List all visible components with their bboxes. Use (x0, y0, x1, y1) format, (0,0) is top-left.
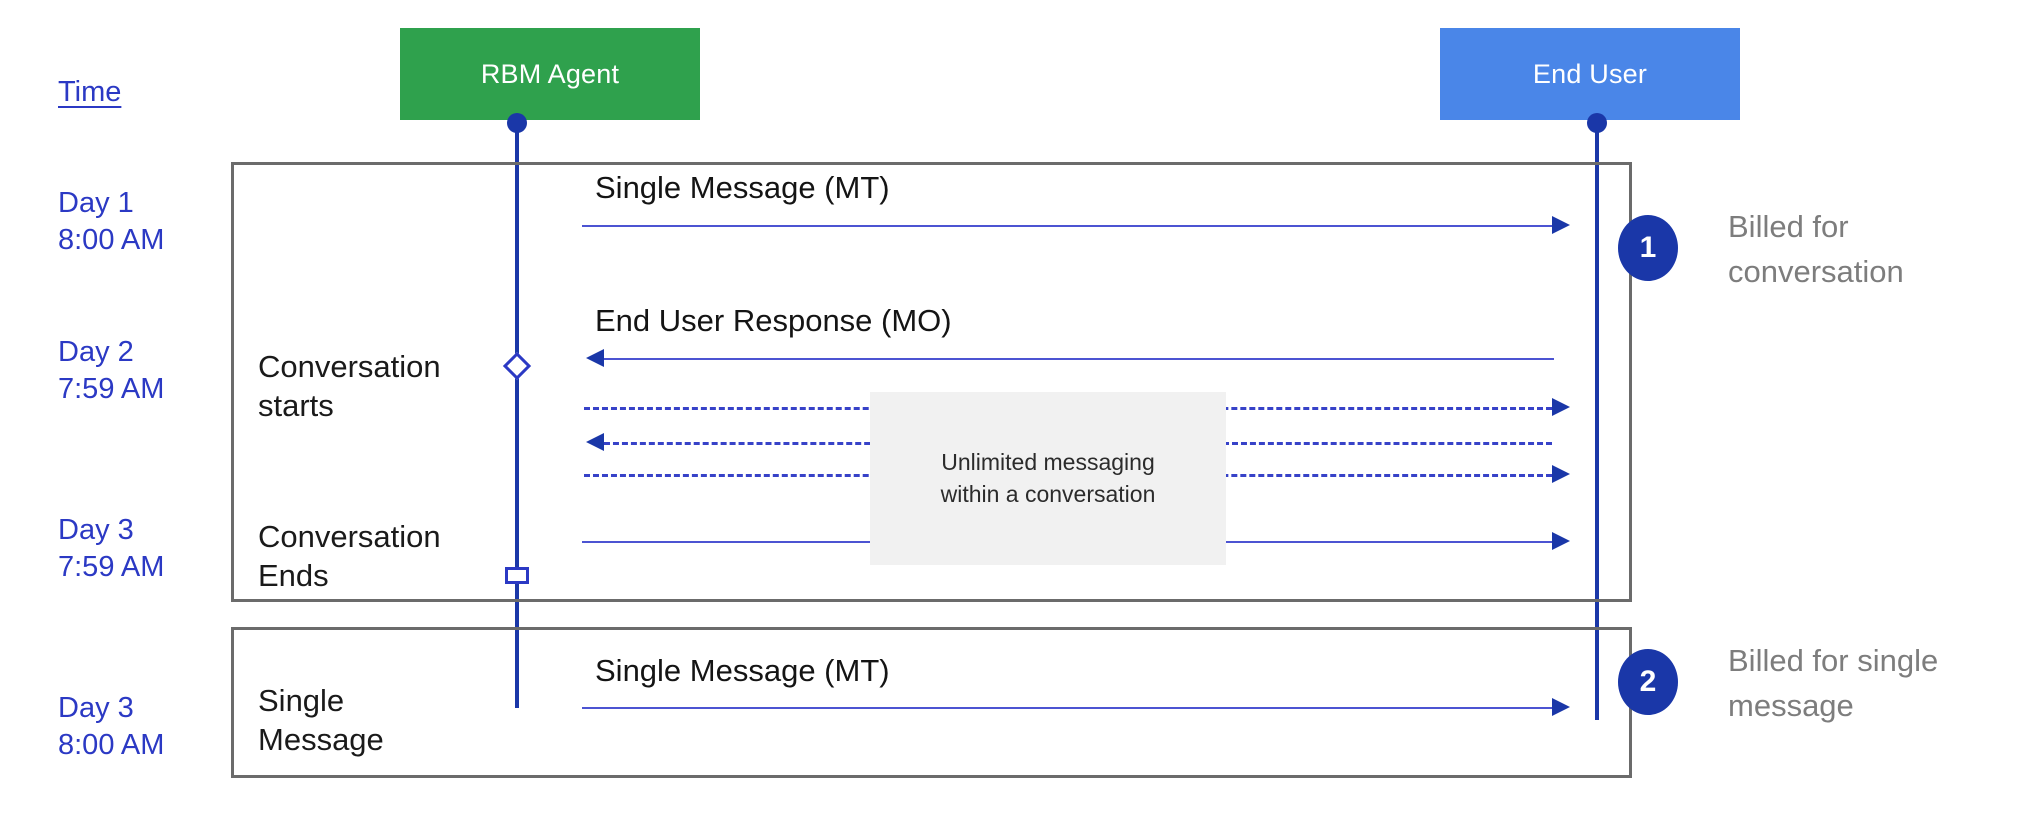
group-box-conversation (231, 162, 1632, 602)
message-line-7 (582, 707, 1552, 709)
billing-note-conversation: Billed for conversation (1728, 209, 1904, 289)
badge-billing-2-number: 2 (1639, 665, 1657, 698)
arrow-head-left-4 (586, 433, 604, 451)
time-label-day1: Day 1 8:00 AM (58, 187, 165, 257)
message-label-end-user-response-mo: End User Response (MO) (595, 303, 952, 338)
message-line-1 (582, 225, 1552, 227)
arrow-head-right-6 (1552, 532, 1570, 550)
arrow-head-left-2 (586, 349, 604, 367)
message-line-2 (604, 358, 1554, 360)
actor-box-end-user[interactable]: End User (1440, 28, 1740, 120)
actor-label-rbm-agent: RBM Agent (480, 58, 620, 89)
time-label-day3-single: Day 3 8:00 AM (58, 692, 165, 762)
badge-billing-1-number: 1 (1639, 231, 1657, 264)
time-label-day3-end: Day 3 7:59 AM (58, 514, 165, 584)
group-box-single-message (231, 627, 1632, 778)
stage-label-conversation-ends: Conversation Ends (258, 519, 441, 593)
note-text: Unlimited messaging within a conversatio… (940, 449, 1156, 507)
billing-note-single-message: Billed for single message (1728, 643, 1939, 723)
note-unlimited-messaging: Unlimited messaging within a conversatio… (870, 392, 1226, 565)
stage-label-conversation-starts: Conversation starts (258, 349, 441, 423)
badge-billing-1[interactable]: 1 (1618, 215, 1678, 281)
arrow-head-right-5 (1552, 465, 1570, 483)
arrow-head-right-7 (1552, 698, 1570, 716)
arrow-head-right-3 (1552, 398, 1570, 416)
lifeline-rbm-agent (515, 120, 519, 708)
arrow-head-right-1 (1552, 216, 1570, 234)
actor-label-end-user: End User (1532, 58, 1648, 89)
time-label-day2: Day 2 7:59 AM (58, 336, 165, 406)
badge-billing-2[interactable]: 2 (1618, 649, 1678, 715)
lifeline-end-user (1595, 120, 1599, 720)
actor-box-rbm-agent[interactable]: RBM Agent (400, 28, 700, 120)
message-label-single-message-mt-2: Single Message (MT) (595, 653, 890, 688)
marker-square-conversation-end (505, 567, 529, 584)
message-label-single-message-mt-1: Single Message (MT) (595, 170, 890, 205)
time-column-header: Time (58, 76, 122, 108)
stage-label-single-message: Single Message (258, 683, 384, 757)
